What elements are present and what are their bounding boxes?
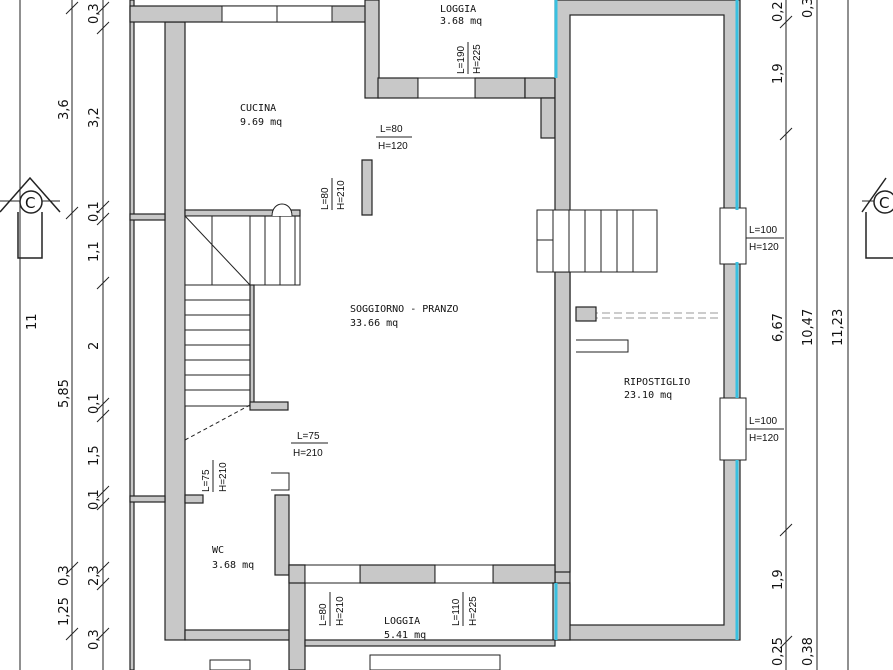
dim-11-23: 11,23: [831, 309, 846, 346]
right-dimension-chains: 0,2 1,9 6,67 1,9 0,25 0,38 10,47 11,23 0…: [771, 0, 849, 670]
opening-d4-h: H=120: [749, 242, 779, 253]
dim-11: 11: [25, 313, 40, 330]
room-name-wc: WC: [212, 545, 224, 556]
opening-d7-l: L=75: [201, 469, 212, 492]
opening-d5-l: L=100: [749, 416, 778, 427]
opening-d5-h: H=120: [749, 433, 779, 444]
section-marker-right: C: [861, 177, 893, 259]
wc-bottom-wall: [184, 629, 291, 641]
interior-fixtures: [271, 159, 373, 491]
dim-0-3-right-top: 0,3: [801, 0, 816, 18]
room-name-cucina: CUCINA: [240, 103, 276, 114]
opening-d8-l: L=80: [318, 603, 329, 626]
ripostiglio-staircase: [536, 209, 720, 353]
opening-d2-h: H=120: [378, 141, 408, 152]
dim-10-47: 10,47: [801, 309, 816, 346]
opening-d6-l: L=75: [297, 431, 320, 442]
dim-1-9-top: 1,9: [771, 63, 786, 84]
room-area-loggia-top: 3.68 mq: [440, 16, 482, 27]
room-name-loggia-top: LOGGIA: [440, 4, 476, 15]
dim-1-9-bottom: 1,9: [771, 569, 786, 590]
dim-0-1-a: 0,1: [87, 201, 102, 222]
dim-0-1-c: 0,1: [87, 489, 102, 510]
dim-3-6: 3,6: [57, 99, 72, 120]
section-label-left: C: [25, 194, 35, 212]
dim-0-3-top: 0,3: [87, 3, 102, 24]
opening-d9-h: H=225: [468, 596, 479, 626]
dim-0-25: 0,25: [771, 637, 786, 666]
opening-d9-l: L=110: [451, 598, 462, 626]
opening-d2-l: L=80: [380, 124, 403, 135]
room-area-loggia-bottom: 5.41 mq: [384, 630, 426, 641]
dim-0-38: 0,38: [801, 637, 816, 666]
kitchen-right-wall: [364, 0, 380, 99]
section-marker-left: C: [0, 176, 61, 259]
corridor-wall: [164, 21, 186, 641]
dim-5-85: 5,85: [57, 379, 72, 408]
opening-d1-l: L=190: [456, 45, 467, 74]
dim-0-2: 0,2: [771, 1, 786, 22]
opening-d8-h: H=210: [335, 596, 346, 626]
room-labels: LOGGIA 3.68 mq CUCINA 9.69 mq SOGGIORNO …: [212, 4, 690, 641]
room-area-wc: 3.68 mq: [212, 560, 254, 571]
main-staircase: [184, 203, 301, 441]
opening-d3-l: L=80: [320, 187, 331, 210]
room-area-ripostiglio: 23.10 mq: [624, 390, 672, 401]
left-dimension-chains: 11 3,6 5,85 1,25 0,3 3,2 0,1 1,1 2 0,1 1…: [19, 0, 110, 670]
dim-0-3-bottom: 0,3: [87, 629, 102, 650]
dim-2: 2: [87, 342, 102, 350]
dim-0-3-mid: 0,3: [57, 565, 72, 586]
dim-1-1: 1,1: [87, 241, 102, 262]
section-label-right: C: [879, 194, 889, 212]
opening-d4-l: L=100: [749, 225, 778, 236]
room-name-loggia-bottom: LOGGIA: [384, 616, 420, 627]
opening-d1-h: H=225: [472, 44, 483, 74]
opening-labels: L=190 H=225 L=80 H=120 L=80 H=210 L=100 …: [201, 42, 784, 626]
room-name-ripostiglio: RIPOSTIGLIO: [624, 377, 690, 388]
dim-1-25: 1,25: [57, 597, 72, 626]
left-wall-line: [129, 0, 135, 670]
room-name-soggiorno: SOGGIORNO - PRANZO: [350, 304, 458, 315]
dim-6-67: 6,67: [771, 313, 786, 342]
room-area-cucina: 9.69 mq: [240, 117, 282, 128]
room-area-soggiorno: 33.66 mq: [350, 318, 398, 329]
opening-d7-h: H=210: [218, 462, 229, 492]
dim-0-1-b: 0,1: [87, 393, 102, 414]
opening-d6-h: H=210: [293, 448, 323, 459]
dim-2-3: 2,3: [87, 565, 102, 586]
dim-1-5: 1,5: [87, 445, 102, 466]
dim-3-2: 3,2: [87, 107, 102, 128]
opening-d3-h: H=210: [336, 180, 347, 210]
